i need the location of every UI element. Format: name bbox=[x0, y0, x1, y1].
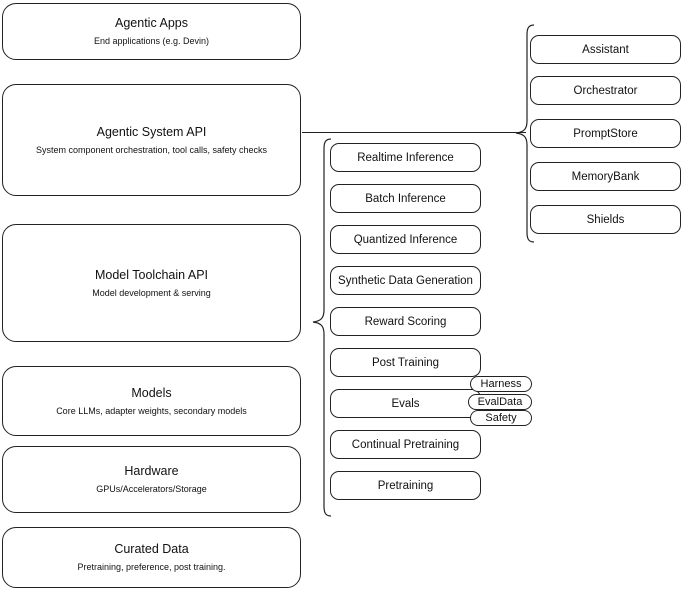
pill-quantized-inference[interactable]: Quantized Inference bbox=[330, 225, 481, 254]
pill-label: Quantized Inference bbox=[353, 233, 458, 246]
pill-post-training[interactable]: Post Training bbox=[330, 348, 481, 377]
layer-subtitle: Pretraining, preference, post training. bbox=[77, 562, 226, 572]
pill-shields[interactable]: Shields bbox=[530, 205, 681, 234]
layer-subtitle: Model development & serving bbox=[92, 287, 211, 298]
layer-subtitle: End applications (e.g. Devin) bbox=[93, 36, 210, 46]
pill-label: PromptStore bbox=[573, 127, 638, 140]
layer-box-agentic-system-api[interactable]: Agentic System API System component orch… bbox=[2, 84, 301, 196]
layer-subtitle: System component orchestration, tool cal… bbox=[35, 144, 268, 155]
layer-box-agentic-apps[interactable]: Agentic Apps End applications (e.g. Devi… bbox=[2, 3, 301, 60]
layer-title: Agentic System API bbox=[96, 124, 207, 139]
pill-label: Realtime Inference bbox=[357, 151, 454, 164]
chip-evaldata[interactable]: EvalData bbox=[468, 394, 532, 410]
chip-label: Harness bbox=[480, 378, 522, 390]
chip-harness[interactable]: Harness bbox=[470, 376, 532, 392]
layer-title: Agentic Apps bbox=[115, 16, 188, 30]
pill-realtime-inference[interactable]: Realtime Inference bbox=[330, 143, 481, 172]
brace-toolchain-components bbox=[312, 138, 332, 517]
pill-label: Orchestrator bbox=[573, 84, 638, 97]
chip-safety[interactable]: Safety bbox=[470, 410, 532, 426]
layer-subtitle: Core LLMs, adapter weights, secondary mo… bbox=[56, 405, 247, 416]
layer-title: Curated Data bbox=[114, 542, 189, 556]
pill-memorybank[interactable]: MemoryBank bbox=[530, 162, 681, 191]
pill-promptstore[interactable]: PromptStore bbox=[530, 119, 681, 148]
pill-label: Continual Pretraining bbox=[351, 438, 460, 451]
connector-line-system-api-to-components bbox=[302, 132, 526, 133]
pill-label: Post Training bbox=[371, 356, 440, 369]
layer-title: Model Toolchain API bbox=[94, 267, 209, 282]
layer-box-curated-data[interactable]: Curated Data Pretraining, preference, po… bbox=[2, 527, 301, 588]
pill-batch-inference[interactable]: Batch Inference bbox=[330, 184, 481, 213]
pill-evals[interactable]: Evals bbox=[330, 389, 481, 418]
layer-title: Hardware bbox=[124, 464, 179, 478]
layer-box-models[interactable]: Models Core LLMs, adapter weights, secon… bbox=[2, 366, 301, 436]
pill-label: Batch Inference bbox=[365, 192, 446, 205]
pill-label: MemoryBank bbox=[571, 170, 640, 183]
pill-label: Reward Scoring bbox=[364, 315, 447, 328]
pill-pretraining[interactable]: Pretraining bbox=[330, 471, 481, 500]
chip-label: EvalData bbox=[477, 396, 523, 408]
pill-continual-pretraining[interactable]: Continual Pretraining bbox=[330, 430, 481, 459]
pill-label: Assistant bbox=[582, 43, 629, 56]
layer-box-model-toolchain-api[interactable]: Model Toolchain API Model development & … bbox=[2, 224, 301, 342]
layer-title: Models bbox=[131, 385, 172, 400]
brace-system-components bbox=[515, 24, 535, 243]
pill-reward-scoring[interactable]: Reward Scoring bbox=[330, 307, 481, 336]
pill-label: Synthetic Data Generation bbox=[338, 274, 473, 287]
pill-orchestrator[interactable]: Orchestrator bbox=[530, 76, 681, 105]
layer-subtitle: GPUs/Accelerators/Storage bbox=[96, 484, 207, 494]
pill-label: Pretraining bbox=[377, 479, 434, 492]
pill-label: Evals bbox=[391, 397, 420, 410]
layer-box-hardware[interactable]: Hardware GPUs/Accelerators/Storage bbox=[2, 446, 301, 513]
pill-assistant[interactable]: Assistant bbox=[530, 35, 681, 64]
pill-synthetic-data-generation[interactable]: Synthetic Data Generation bbox=[330, 266, 481, 295]
chip-label: Safety bbox=[485, 412, 517, 424]
pill-label: Shields bbox=[586, 213, 625, 226]
